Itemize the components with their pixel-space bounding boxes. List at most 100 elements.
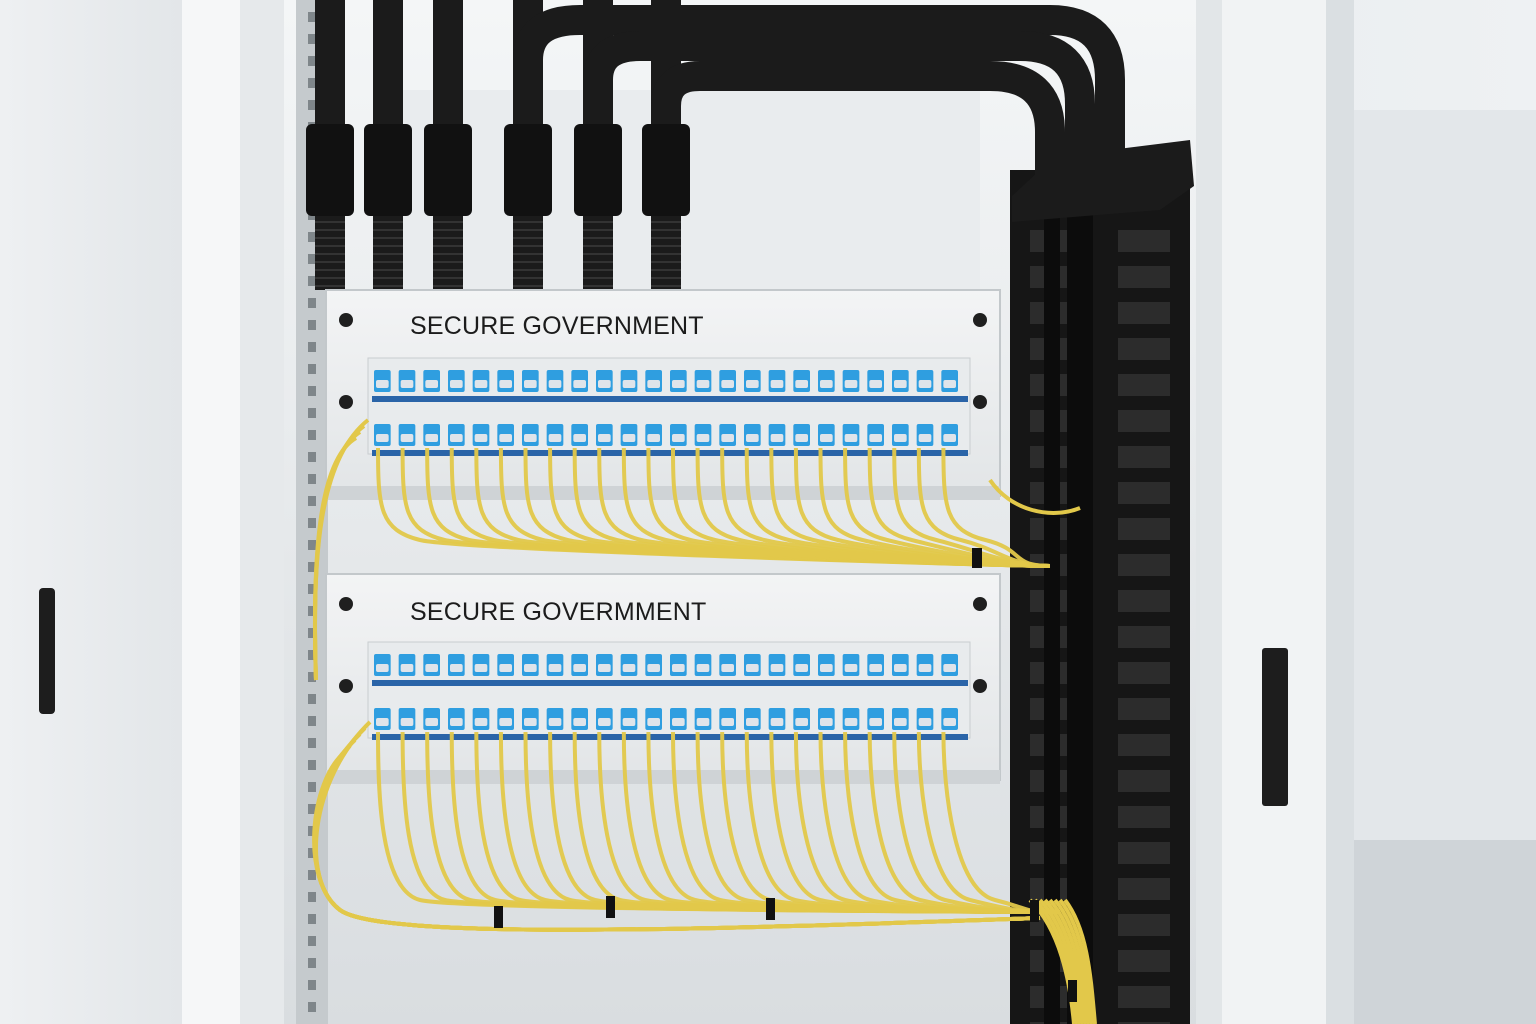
rail-hole [308,364,316,374]
rail-hole [308,540,316,550]
port-plug [474,718,488,726]
rail-hole [308,694,316,704]
port-plug [499,718,512,726]
panel-shelf [326,486,1000,500]
port-plug [943,664,956,672]
conduit-fitting [424,124,472,216]
cable-tie [494,906,503,928]
left-door-inner-edge [240,0,284,1024]
rail-hole [308,716,316,726]
port-plug [869,380,882,388]
panel-screw [339,395,353,409]
panel-shelf [326,770,1000,784]
port-plug [499,380,512,388]
manager-slot [1118,338,1170,360]
port-plug [721,718,734,726]
rail-hole [308,650,316,660]
port-plug [918,380,932,388]
port-plug [548,718,562,726]
port-plug [894,718,907,726]
cable-tie [1030,900,1039,922]
port-plug [548,380,562,388]
rail-hole [308,232,316,242]
manager-slot [1118,590,1170,612]
rail-hole [308,606,316,616]
manager-slots [1030,200,1170,1024]
manager-slot [1118,266,1170,288]
rail-hole [308,430,316,440]
manager-slot [1118,482,1170,504]
port-plug [918,718,932,726]
port-plug [844,380,858,388]
patch-cable [916,731,1061,914]
conduit-fitting [306,124,354,216]
conduits [306,0,1125,290]
port-plug [425,380,438,388]
conduit-arc [651,61,1065,200]
manager-slot [1118,1022,1170,1024]
conduit-fitting [504,124,552,216]
rail-hole [308,804,316,814]
port-plug [376,718,389,726]
port-plug [450,380,463,388]
port-plug [524,718,537,726]
manager-slot [1118,698,1170,720]
panel-screw [339,313,353,327]
port-plug [573,718,586,726]
manager-top-bracket [1012,140,1194,222]
cable-tie [766,898,775,920]
port-plug [795,434,808,442]
rail-hole [308,518,316,528]
port-plug [869,718,882,726]
manager-slot [1118,554,1170,576]
port-plug [400,718,414,726]
patch-cable [312,750,1041,932]
panel-screw [973,597,987,611]
manager-slot [1118,986,1170,1008]
port-plug [672,380,685,388]
port-plug [894,434,907,442]
port-plug [943,380,956,388]
patch-cable [312,436,358,681]
port-plug [894,380,907,388]
patch-cable [1063,898,1097,1024]
rail-hole [308,496,316,506]
port-plug [746,664,759,672]
rail-hole [308,474,316,484]
port-strip [372,450,968,456]
port-plug [400,434,414,442]
rail-hole [308,78,316,88]
port-plug [820,664,833,672]
port-plug [376,380,389,388]
port-strip [372,396,968,402]
port-plug [869,664,882,672]
port-plug [746,718,759,726]
port-plug [450,664,463,672]
corridor-wall [1352,110,1536,840]
port-plug [598,664,611,672]
manager-slot [1118,518,1170,540]
port-plug [770,380,784,388]
rail-hole [308,12,316,22]
rail-hole [308,958,316,968]
panel-label-bottom: SECURE GOVERMMENT [410,598,707,626]
port-plug [672,664,685,672]
port-strip [372,734,968,740]
rail-hole [308,276,316,286]
conduit-fitting [642,124,690,216]
port-plug [943,434,956,442]
port-plug [746,434,759,442]
rail-hole [308,1002,316,1012]
port-plug [770,718,784,726]
port-plug [425,434,438,442]
port-plug [524,434,537,442]
corridor-floor [1352,840,1536,1024]
port-plug [721,434,734,442]
rail-hole [308,782,316,792]
rail-hole [308,760,316,770]
port-plug [647,380,660,388]
port-plug [622,380,636,388]
rail-hole [308,980,316,990]
port-plug [425,664,438,672]
